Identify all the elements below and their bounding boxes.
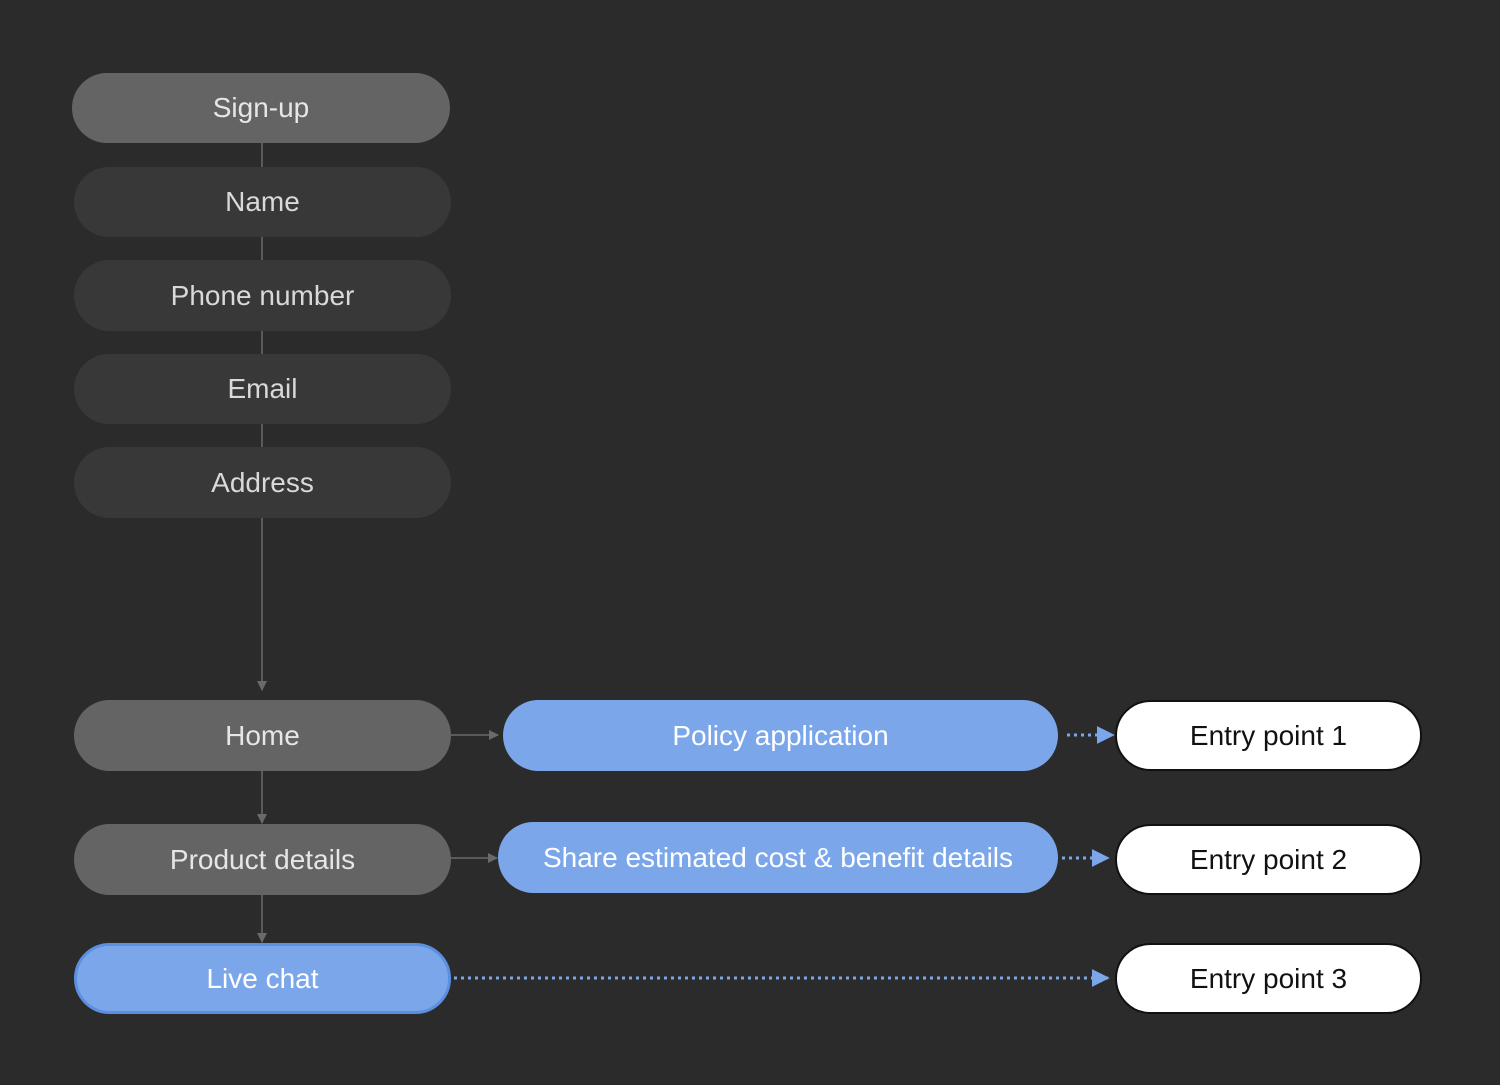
share-estimate-label: Share estimated cost & benefit details [542,841,1014,873]
product-details-label: Product details [169,843,356,875]
entry-point-3-node: Entry point 3 [1115,943,1422,1014]
share-estimate-node: Share estimated cost & benefit details [498,822,1058,893]
entry-point-1-node: Entry point 1 [1115,700,1422,771]
entry-point-1-label: Entry point 1 [1189,719,1348,751]
live-chat-label: Live chat [206,962,319,994]
policy-application-label: Policy application [672,719,889,751]
signup-label: Sign-up [212,92,310,123]
entry-point-3-label: Entry point 3 [1189,962,1348,994]
address-label: Address [211,466,314,498]
live-chat-node: Live chat [74,943,451,1014]
product-details-node: Product details [74,824,451,895]
signup-node: Sign-up [72,73,450,143]
policy-application-node: Policy application [503,700,1058,771]
home-node: Home [74,700,451,771]
address-node: Address [74,447,451,518]
home-label: Home [225,719,300,751]
entry-point-2-node: Entry point 2 [1115,824,1422,895]
email-node: Email [74,354,451,424]
entry-point-2-label: Entry point 2 [1189,843,1348,875]
name-label: Name [225,186,300,217]
phone-number-node: Phone number [74,260,451,331]
name-node: Name [74,167,451,237]
phone-number-label: Phone number [170,279,355,311]
email-label: Email [227,373,298,404]
